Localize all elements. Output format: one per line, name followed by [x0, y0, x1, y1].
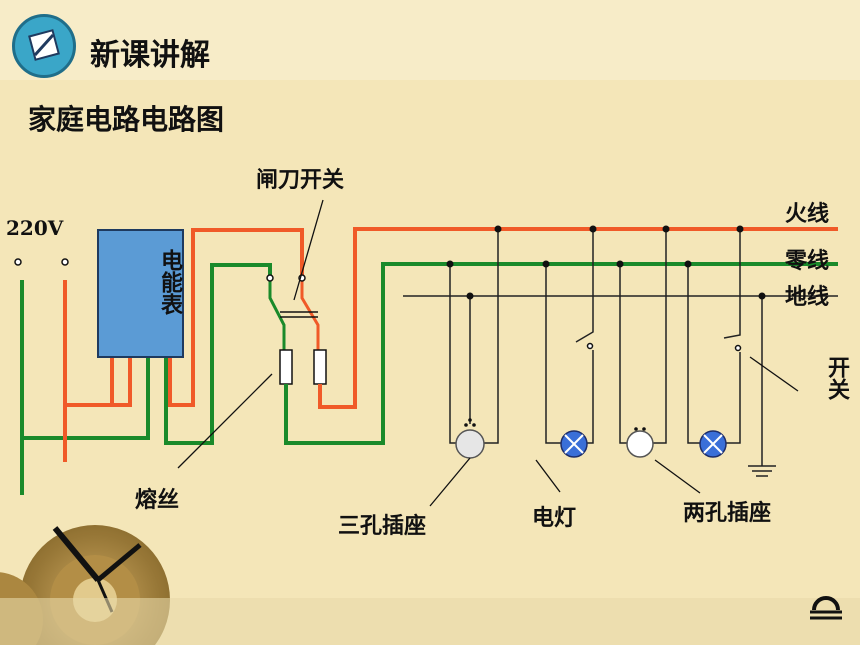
meter-neutral-out: [164, 263, 272, 445]
fuse-right: [313, 349, 327, 385]
three-hole-socket-label: 三孔插座: [338, 514, 427, 539]
knife-switch-label: 闸刀开关: [256, 168, 345, 193]
knife-switch-left-blade: [268, 278, 286, 350]
lamp-symbol-1: [560, 430, 588, 458]
live-supply-wire: [63, 280, 132, 462]
meter-label: 电能表: [157, 249, 182, 315]
live-wire-label: 火线: [785, 202, 830, 227]
two-hole-socket-label: 两孔插座: [683, 501, 772, 526]
electric-meter: 电能表: [97, 229, 184, 358]
lamp-label: 电灯: [532, 506, 577, 531]
two-hole-socket-symbol: [626, 427, 654, 458]
switch-label: 开关: [824, 356, 849, 400]
knife-switch-right-blade: [300, 278, 320, 350]
header-title: 新课讲解: [90, 38, 210, 73]
fuse-left: [279, 349, 293, 385]
compass-logo-icon: [12, 14, 76, 78]
three-hole-socket-symbol: [455, 418, 485, 459]
meter-live-out-2: [168, 228, 304, 407]
post-fuse-live: [318, 227, 838, 409]
voltage-label: 220V: [6, 216, 64, 240]
supply-terminals: [14, 258, 69, 266]
library-balance-icon[interactable]: [806, 592, 846, 628]
ground-wire-label: 地线: [785, 285, 830, 310]
post-fuse-neutral: [284, 262, 838, 445]
fuse-label: 熔丝: [135, 488, 180, 513]
neutral-wire-label: 零线: [785, 249, 830, 274]
slide-subtitle: 家庭电路电路图: [28, 103, 225, 136]
lamp-symbol-2: [699, 430, 727, 458]
